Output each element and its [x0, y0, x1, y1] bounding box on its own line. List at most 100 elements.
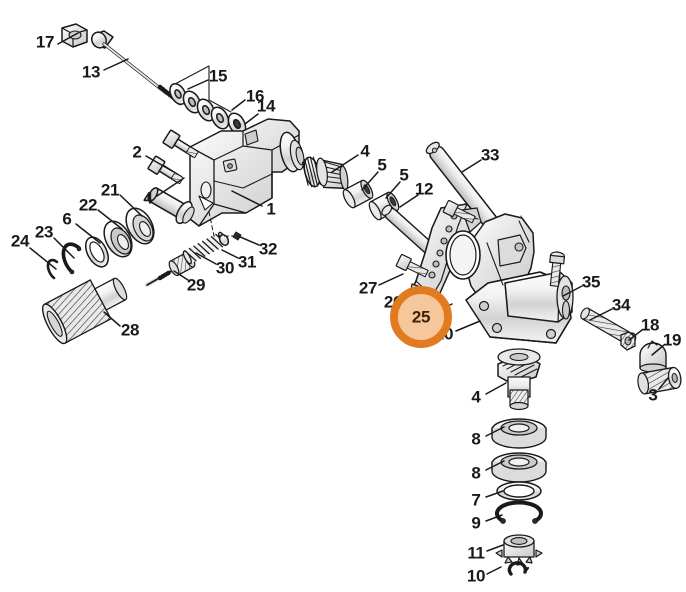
callout-17: 17	[35, 32, 55, 52]
leader-line-16	[231, 99, 246, 111]
part-15-washer-stack	[169, 65, 232, 130]
leader-line-2	[145, 155, 173, 172]
part-2-hex-bolts	[147, 129, 199, 185]
callout-3: 3	[648, 385, 658, 405]
callout-4: 4	[360, 141, 370, 161]
callout-25: 25	[411, 307, 431, 327]
leader-line-32	[237, 235, 260, 246]
callout-34: 34	[611, 295, 631, 315]
part-31-ball	[218, 234, 230, 246]
callout-5: 5	[399, 165, 409, 185]
part-9-snap-ring	[495, 500, 543, 524]
leader-line-6	[75, 223, 101, 244]
leader-line-27	[378, 273, 404, 286]
callout-4: 4	[143, 188, 153, 208]
callout-35: 35	[581, 272, 601, 292]
crown-gear-assembly	[301, 156, 349, 191]
leader-line-19	[651, 344, 665, 356]
leader-line-24	[29, 247, 57, 270]
leader-line-35	[562, 285, 583, 297]
leader-line-17	[57, 32, 79, 45]
leader-line-8	[485, 426, 505, 437]
part-28-threaded-sleeve	[41, 265, 180, 345]
leader-line-11	[486, 544, 504, 552]
callout-28: 28	[120, 320, 140, 340]
leader-line-1	[231, 190, 263, 207]
leader-line-3	[658, 377, 669, 390]
callout-2: 2	[132, 142, 142, 162]
part-6-seal-ring	[84, 236, 110, 268]
part-13-long-bolt	[91, 30, 183, 106]
part-8b-ball-bearing	[491, 452, 547, 483]
upper-screw	[442, 199, 476, 224]
leader-line-7	[485, 490, 504, 498]
callout-10: 10	[466, 566, 486, 586]
leader-line-30	[195, 252, 217, 265]
callout-9: 9	[471, 513, 481, 533]
callout-19: 19	[662, 330, 682, 350]
part-16-washer	[227, 112, 247, 136]
callout-8: 8	[471, 463, 481, 483]
callout-29: 29	[186, 275, 206, 295]
leader-line-5	[361, 171, 379, 191]
leader-line-18	[628, 329, 643, 341]
part-32-detent-pin	[208, 211, 242, 241]
highlight-ring-part-25[interactable]	[390, 286, 452, 348]
callout-18: 18	[640, 315, 660, 335]
part-4c-bevel-pinion	[497, 348, 541, 411]
callout-6: 6	[62, 209, 72, 229]
leader-line-9	[485, 514, 503, 522]
leader-line-4	[485, 382, 507, 395]
leader-line-22	[97, 209, 123, 230]
callout-33: 33	[480, 145, 500, 165]
leader-line-21	[119, 194, 143, 217]
callout-32: 32	[258, 239, 278, 259]
part-10-cotter-clip	[507, 561, 530, 576]
leader-line-8	[485, 460, 505, 471]
part-3-plug	[637, 366, 682, 395]
callout-8: 8	[471, 429, 481, 449]
callout-5: 5	[377, 155, 387, 175]
part-24-circlip	[46, 258, 59, 280]
part-1-housing-block	[189, 118, 305, 227]
part-18-nut	[620, 331, 636, 351]
callout-13: 13	[81, 62, 101, 82]
part-23-retaining-ring	[61, 242, 82, 275]
leader-line-12	[399, 194, 419, 208]
leader-line-13	[103, 58, 129, 71]
callout-23: 23	[34, 222, 54, 242]
leader-line-20	[455, 320, 481, 332]
leader-line-4	[331, 154, 359, 173]
callout-30: 30	[215, 258, 235, 278]
callout-14: 14	[256, 96, 276, 116]
callout-22: 22	[78, 195, 98, 215]
callout-27: 27	[358, 278, 378, 298]
callout-16: 16	[245, 86, 265, 106]
leader-line-4	[156, 177, 185, 197]
leader-line-10	[486, 566, 502, 575]
callout-4: 4	[471, 387, 481, 407]
callout-21: 21	[100, 180, 120, 200]
part-35-screw	[549, 251, 566, 287]
part-22-bearing-race	[103, 220, 133, 258]
part-21-ball-bearing	[125, 207, 155, 245]
callout-24: 24	[10, 231, 30, 251]
part-7-shim-washer	[496, 481, 542, 501]
leader-line-31	[221, 249, 239, 259]
part-11-castle-nut	[495, 534, 543, 566]
leader-line-23	[53, 237, 75, 259]
leader-line-28	[103, 311, 121, 327]
callout-12: 12	[414, 179, 434, 199]
leader-line-29	[173, 270, 189, 281]
leader-line-33	[461, 159, 482, 173]
part-27-screw	[395, 253, 429, 278]
callout-1: 1	[266, 199, 276, 219]
leader-line-14	[244, 113, 259, 125]
callout-7: 7	[471, 490, 481, 510]
leader-line-34	[589, 308, 613, 321]
leader-line-15	[187, 79, 209, 90]
callout-11: 11	[467, 543, 485, 563]
callout-15: 15	[208, 66, 228, 86]
